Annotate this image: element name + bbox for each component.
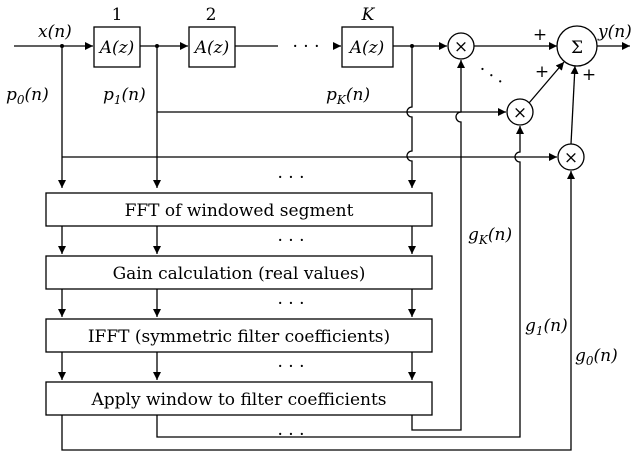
signal-g0-label: g0(n)	[575, 346, 618, 368]
dots-after-fft: · · ·	[277, 231, 304, 251]
multiplier-1	[506, 98, 534, 126]
signal-p1-label: p1(n)	[103, 85, 146, 107]
allpass-label-K: A(z)	[348, 38, 385, 58]
input-label: x(n)	[38, 22, 72, 42]
wire-mult0-sum	[570, 65, 579, 145]
allpass-block-K	[341, 26, 394, 68]
sum-plus-bottom: +	[582, 65, 596, 85]
window-block	[45, 381, 433, 416]
dots-after-ifft: · · ·	[277, 357, 304, 377]
multiplier-K-symbol: ×	[454, 37, 468, 57]
chain-dots: · · ·	[292, 37, 319, 57]
allpass-block-1	[93, 26, 141, 68]
ifft-block	[45, 318, 433, 353]
summation-symbol: Σ	[571, 38, 583, 58]
multiplier-dots: · · ·	[474, 60, 508, 92]
window-block-label: Apply window to filter coefficients	[90, 390, 386, 410]
allpass-block-2	[188, 26, 236, 68]
top-dots: · · ·	[277, 168, 304, 188]
signal-gK-label: gK(n)	[468, 225, 512, 247]
signal-g1-label: g1(n)	[525, 316, 568, 338]
signal-p0-label: p0(n)	[6, 85, 49, 107]
wire-mult1-sum	[528, 61, 565, 104]
stage-number-K: K	[361, 5, 376, 25]
dots-after-gain: · · ·	[277, 294, 304, 314]
junction-p0	[60, 44, 64, 48]
fft-block-label: FFT of windowed segment	[125, 201, 354, 221]
sum-plus-mid: +	[535, 62, 549, 82]
output-label: y(n)	[597, 22, 632, 42]
stage-number-1: 1	[112, 5, 123, 25]
gain-block	[45, 255, 433, 290]
junction-pK	[410, 44, 414, 48]
allpass-label-1: A(z)	[98, 38, 135, 58]
allpass-label-2: A(z)	[193, 38, 230, 58]
g1-path	[156, 126, 524, 438]
multiplier-1-symbol: ×	[513, 103, 527, 123]
multiplier-0-symbol: ×	[564, 148, 578, 168]
stage-number-2: 2	[206, 5, 217, 25]
gK-path	[411, 60, 465, 431]
gain-block-label: Gain calculation (real values)	[113, 264, 366, 284]
sum-plus-top: +	[533, 25, 547, 45]
ifft-block-label: IFFT (symmetric filter coefficients)	[88, 327, 390, 347]
junction-p1	[155, 44, 159, 48]
fft-block	[45, 192, 433, 227]
pK-wire	[406, 46, 416, 188]
g0-path	[61, 171, 575, 451]
dots-after-window: · · ·	[277, 425, 304, 445]
signal-pK-label: pK(n)	[326, 85, 370, 107]
